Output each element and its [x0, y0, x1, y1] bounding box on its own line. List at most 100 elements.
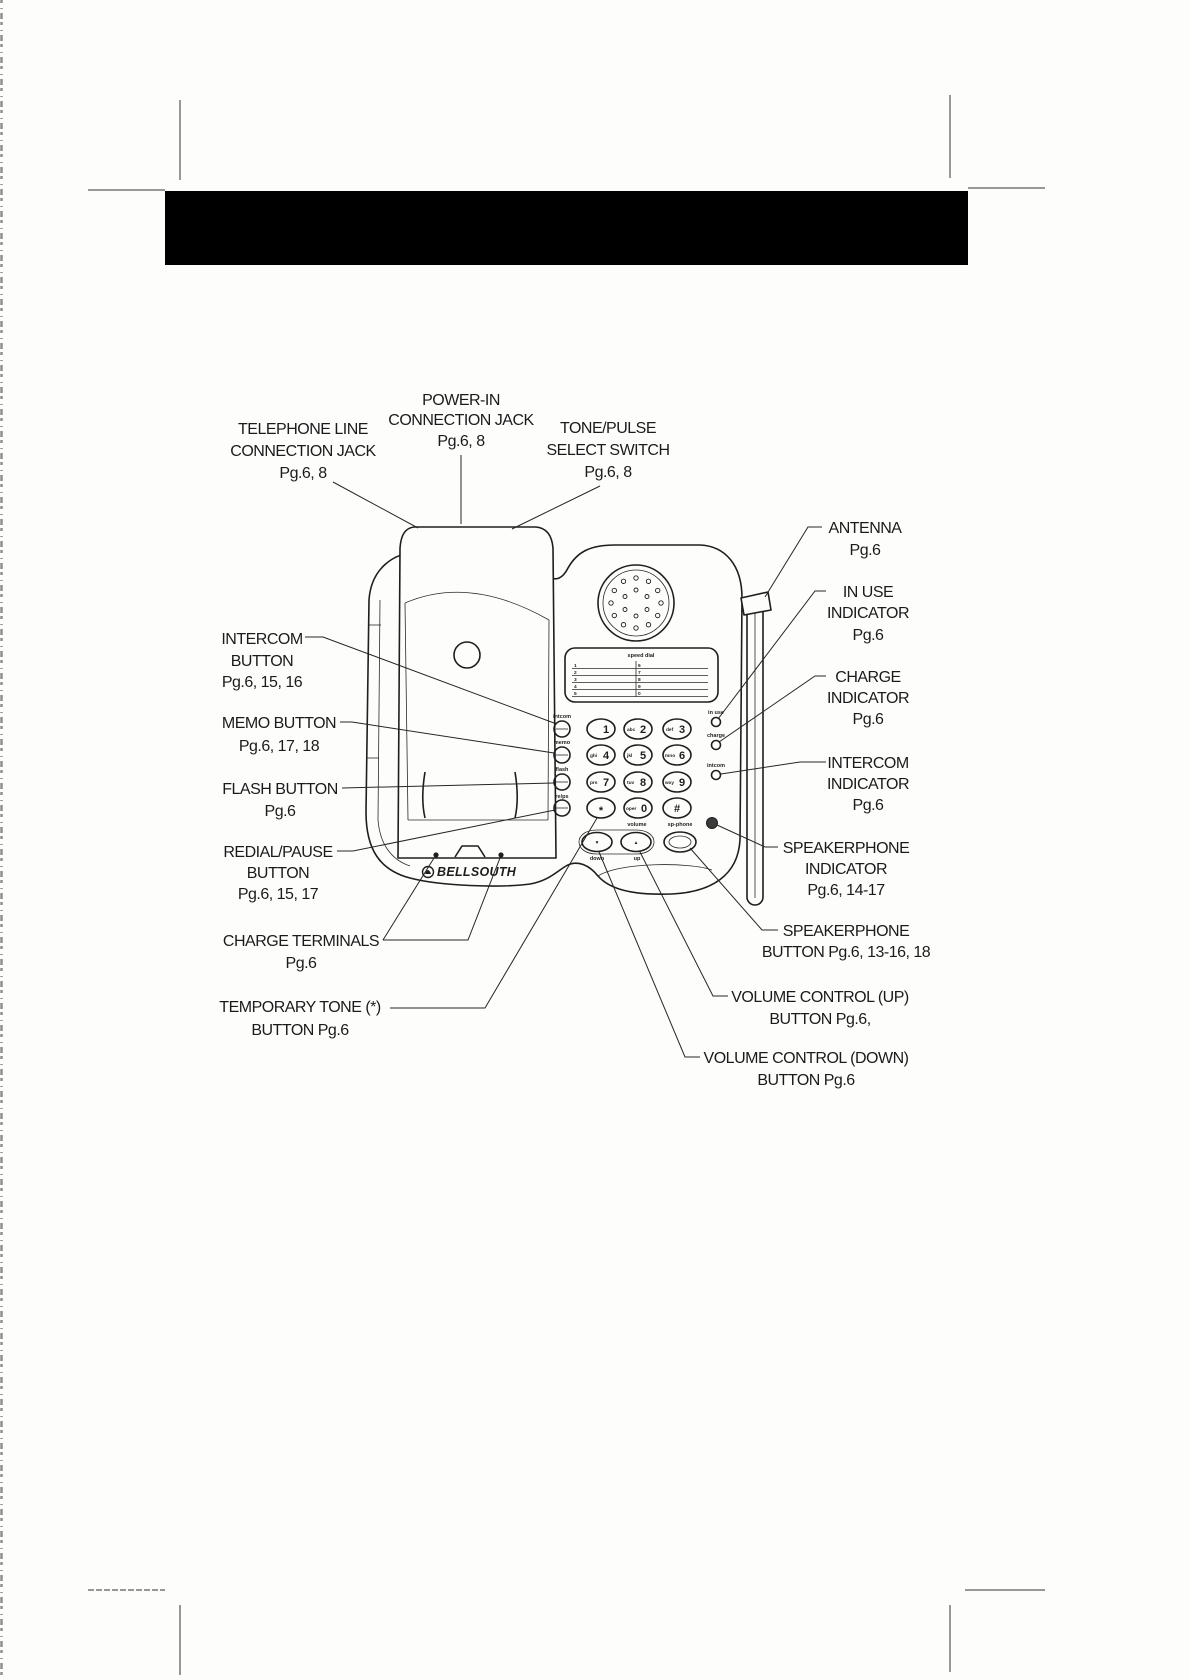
speed-dial-slot: 7: [638, 670, 641, 676]
callout-page-ref: Pg.6, 8: [437, 433, 485, 450]
callout-line: SELECT SWITCH: [547, 442, 670, 459]
callout-line: CONNECTION JACK: [230, 443, 376, 460]
callout-page-ref: BUTTON Pg.6, 13-16, 18: [762, 944, 931, 961]
callout-page-ref: Pg.6, 8: [584, 464, 632, 481]
leader-line-in-use: [717, 590, 826, 720]
brand-name: BELLSOUTH: [437, 865, 517, 879]
callout-flash-button: FLASH BUTTON Pg.6: [222, 781, 338, 820]
volume-speaker-controls: volume sp-phone ▼ ▲ down up: [578, 822, 697, 862]
intcom-key-label: intcom: [553, 714, 571, 720]
callout-line: INDICATOR: [827, 690, 909, 707]
key-5: jkl 5: [623, 744, 653, 766]
key-1: 1: [586, 718, 616, 740]
key-0: oper 0: [623, 797, 653, 819]
callout-page-ref: BUTTON Pg.6: [757, 1072, 855, 1089]
key-letters: jkl: [626, 753, 632, 759]
callout-power-in-jack: POWER-IN CONNECTION JACK Pg.6, 8: [388, 392, 535, 450]
memo-key-label: memo: [554, 740, 571, 746]
callout-intercom-button: INTERCOM BUTTON Pg.6, 15, 16: [221, 631, 303, 691]
callout-page-ref: Pg.6: [853, 711, 885, 728]
arrow-down-icon: ▼: [595, 841, 600, 846]
callout-page-ref: Pg.6: [853, 797, 885, 814]
speakerphone-button: [663, 831, 697, 853]
speed-dial-title: speed dial: [628, 653, 655, 659]
key-letters: ghi: [590, 753, 597, 759]
key-letters: def: [666, 727, 674, 733]
sp-phone-label: sp-phone: [668, 822, 693, 828]
callout-page-ref: Pg.6, 15, 17: [238, 886, 319, 903]
handset-earpiece-curve: [404, 591, 550, 621]
key-pound: #: [662, 797, 692, 819]
callout-temporary-tone-button: TEMPORARY TONE (*) BUTTON Pg.6: [219, 999, 381, 1039]
callout-tone-pulse-switch: TONE/PULSE SELECT SWITCH Pg.6, 8: [547, 420, 671, 481]
leader-line-intercom-indicator: [720, 761, 826, 775]
callout-charge-indicator: CHARGE INDICATOR Pg.6: [827, 669, 910, 728]
callout-line: TELEPHONE LINE: [238, 421, 368, 438]
leader-line-charge-terminal: [383, 857, 501, 941]
callout-page-ref: Pg.6, 17, 18: [239, 738, 320, 755]
callout-charge-terminals: CHARGE TERMINALS Pg.6: [223, 933, 380, 972]
memo-button: [553, 746, 571, 764]
callout-line: TONE/PULSE: [560, 420, 656, 437]
callout-line: TEMPORARY TONE (*): [219, 999, 381, 1016]
callout-line: BUTTON: [231, 653, 293, 670]
speed-dial-slot: 8: [638, 677, 641, 683]
speed-dial-slot: 1: [574, 663, 577, 669]
key-7: prs 7: [586, 771, 616, 793]
key-letters: wxy: [664, 781, 674, 786]
leader-line-charge-indicator: [718, 675, 826, 743]
key-digit: 2: [640, 724, 646, 736]
key-digit: 1: [603, 724, 609, 736]
speed-dial-slot: 4: [574, 684, 577, 690]
key-digit: #: [674, 803, 680, 815]
handset-inner-edge: [547, 619, 550, 821]
intercom-button: [553, 720, 571, 738]
callout-line: CHARGE TERMINALS: [223, 933, 379, 950]
redial-pause-button: [553, 799, 571, 817]
handset: [397, 526, 557, 859]
header-bar: [165, 191, 968, 265]
key-2: abc 2: [623, 718, 653, 740]
speed-dial-slot: 2: [574, 670, 577, 676]
key-3: def 3: [662, 718, 692, 740]
leader-line-antenna: [764, 526, 822, 598]
charge-terminal: [433, 852, 439, 858]
callout-line: CHARGE: [835, 669, 900, 686]
key-letters: mno: [665, 754, 675, 759]
leader-line-memo-button: [340, 721, 555, 754]
callout-telephone-line-jack: TELEPHONE LINE CONNECTION JACK Pg.6, 8: [230, 421, 377, 482]
charge-indicator-label: charge: [707, 733, 725, 739]
callout-volume-up-button: VOLUME CONTROL (UP) BUTTON Pg.6,: [731, 989, 909, 1028]
speaker-grille: [597, 564, 675, 642]
volume-up-label: up: [634, 856, 641, 862]
key-star: *: [586, 797, 616, 819]
callout-line: INTERCOM: [221, 631, 303, 648]
callout-page-ref: Pg.6, 15, 16: [222, 674, 303, 691]
callout-redial-pause-button: REDIAL/PAUSE BUTTON Pg.6, 15, 17: [223, 844, 333, 903]
leader-line-intercom-button: [305, 636, 555, 724]
phone-base-illustration: BELLSOUTH speed dial: [365, 526, 772, 906]
callout-line: POWER-IN: [422, 392, 500, 409]
callout-page-ref: Pg.6: [286, 955, 318, 972]
callout-speakerphone-indicator: SPEAKERPHONE INDICATOR Pg.6, 14-17: [783, 840, 910, 899]
callout-line: BUTTON: [247, 865, 309, 882]
callout-line: SPEAKERPHONE: [783, 840, 909, 857]
function-buttons: intcom memo flash re/ps: [553, 714, 571, 817]
cradle-notch: [454, 845, 486, 858]
callout-page-ref: BUTTON Pg.6: [251, 1022, 349, 1039]
callout-line: INTERCOM: [827, 755, 909, 772]
callout-antenna: ANTENNA Pg.6: [829, 520, 903, 559]
speed-dial-slot: 0: [638, 691, 641, 697]
speed-dial-slot: 6: [638, 663, 641, 669]
volume-up-button: ▲: [620, 831, 652, 853]
handset-earpiece-circle: [453, 641, 481, 669]
callout-intercom-indicator: INTERCOM INDICATOR Pg.6: [827, 755, 910, 814]
callout-line: IN USE: [843, 584, 893, 601]
volume-down-label: down: [590, 856, 605, 862]
leader-line-speakerphone-button: [689, 847, 778, 931]
leader-line-telephone-jack: [332, 481, 419, 529]
handset-outline: [397, 526, 557, 859]
leader-line-flash-button: [341, 782, 555, 789]
callout-page-ref: Pg.6, 8: [279, 465, 327, 482]
